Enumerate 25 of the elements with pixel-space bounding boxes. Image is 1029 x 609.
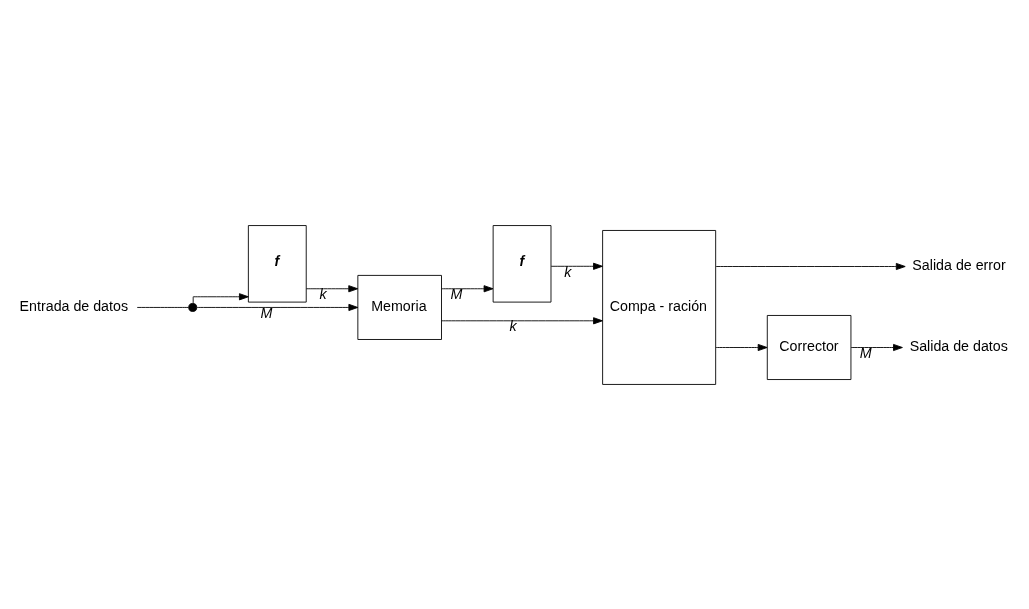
node-text: Salida de error [912, 256, 1006, 273]
edge-label: M [859, 344, 872, 361]
edge-label: k [319, 285, 327, 302]
arrow [196, 303, 359, 311]
edge-label: M [450, 285, 463, 302]
node-box: Memoria [357, 274, 442, 340]
node-box: f [247, 224, 307, 303]
arrow [715, 262, 906, 270]
node-text: Entrada de datos [19, 297, 129, 314]
arrow [305, 284, 359, 292]
edge-label: k [564, 263, 572, 280]
edge-label: k [509, 317, 517, 334]
node-box: f [492, 224, 552, 303]
edge-label: M [260, 304, 273, 321]
arrow [441, 284, 494, 292]
node-text: Salida de datos [909, 337, 1008, 354]
arrow [850, 343, 903, 351]
arrow [441, 316, 603, 324]
node-circle [188, 302, 198, 312]
node-box: Compa - ración [602, 229, 717, 385]
arrow [715, 343, 768, 351]
node-box: Corrector [766, 314, 852, 380]
arrow [192, 292, 249, 304]
connector [136, 306, 190, 308]
arrow [550, 262, 603, 270]
